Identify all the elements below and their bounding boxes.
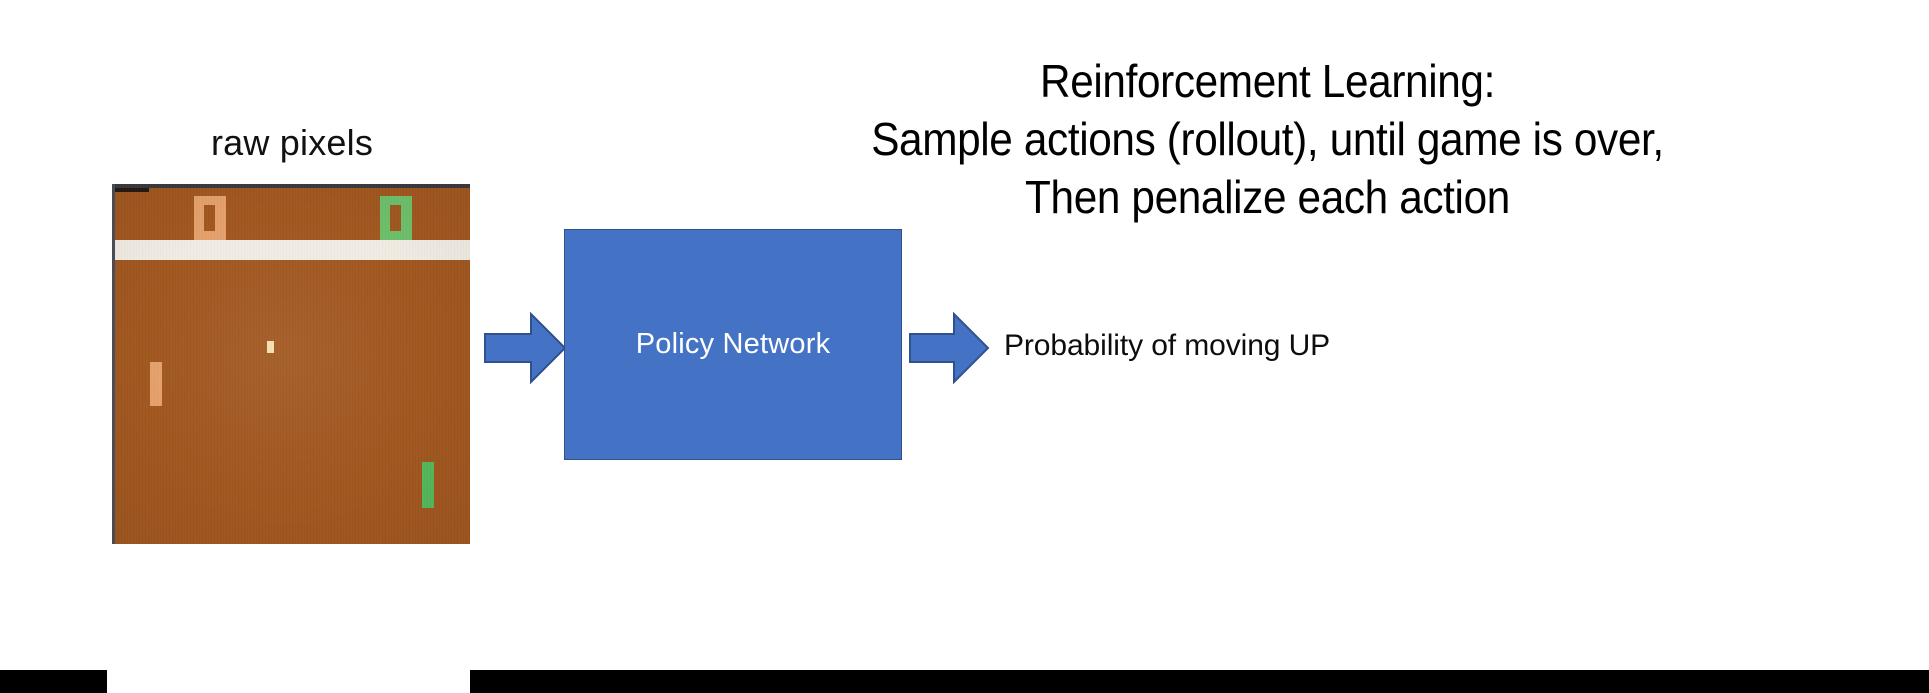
score-right-digit <box>380 196 412 240</box>
bottom-bar-left <box>0 670 107 693</box>
score-left-digit <box>194 196 226 240</box>
paddle-left <box>150 362 162 406</box>
screen-bezel-top <box>112 184 470 188</box>
ball <box>267 341 274 353</box>
score-left-digit-hole <box>204 205 215 231</box>
output-label: Probability of moving UP <box>1004 329 1331 362</box>
bottom-bar-right <box>470 670 1929 693</box>
score-left <box>194 196 226 240</box>
policy-network-label: Policy Network <box>635 328 831 360</box>
score-right-digit-hole <box>390 205 401 231</box>
slide-title: Reinforcement Learning: Sample actions (… <box>709 52 1827 226</box>
right-arrow-icon-input <box>483 312 567 384</box>
title-line-1: Reinforcement Learning: <box>1040 55 1495 107</box>
paddle-right <box>422 462 434 508</box>
screen-bezel-corner <box>115 188 149 192</box>
title-line-3: Then penalize each action <box>1025 171 1510 223</box>
right-arrow-icon-output <box>908 312 990 384</box>
score-right <box>380 196 412 240</box>
screen-bezel-left <box>112 184 115 544</box>
score-divider-bar <box>115 240 470 260</box>
title-line-2: Sample actions (rollout), until game is … <box>871 113 1664 165</box>
policy-network-box[interactable]: Policy Network <box>564 229 902 460</box>
pong-game-screenshot <box>112 184 470 544</box>
raw-pixels-caption: raw pixels <box>210 122 374 163</box>
